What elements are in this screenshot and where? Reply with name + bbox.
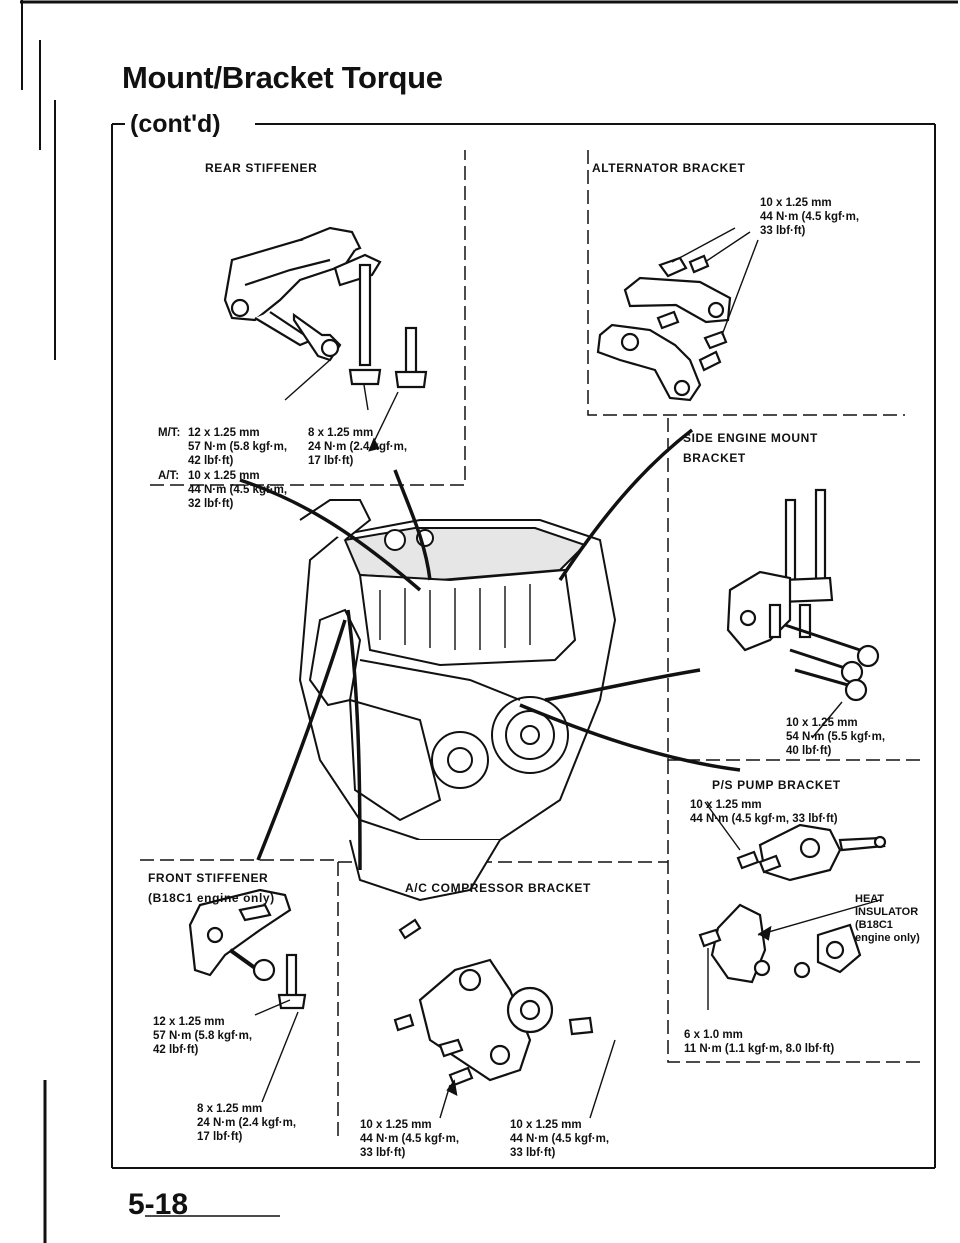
rear-stiffener-mt-block: M/T: 12 x 1.25 mm 57 N·m (5.8 kgf·m, 42 l… (158, 412, 287, 468)
front-stiffener-lower-spec: 8 x 1.25 mm 24 N·m (2.4 kgf·m, 17 lbf·ft… (197, 1103, 297, 1143)
mt-spec: 12 x 1.25 mm 57 N·m (5.8 kgf·m, 42 lbf·f… (188, 427, 288, 467)
ac-compressor-heading: A/C COMPRESSOR BRACKET (405, 881, 591, 895)
alternator-bracket-heading: ALTERNATOR BRACKET (592, 161, 746, 175)
rear-stiffener-bolt-spec: 8 x 1.25 mm 24 N·m (2.4 kgf·m, 17 lbf·ft… (308, 427, 408, 467)
at-spec: 10 x 1.25 mm 44 N·m (4.5 kgf·m, 32 lbf·f… (188, 470, 288, 510)
ps-pump-spec: 10 x 1.25 mm 44 N·m (4.5 kgf·m, 33 lbf·f… (690, 799, 838, 825)
ac-compressor-right-spec: 10 x 1.25 mm 44 N·m (4.5 kgf·m, 33 lbf·f… (510, 1119, 610, 1159)
mt-label: M/T: (158, 427, 181, 439)
ac-compressor-left-spec: 10 x 1.25 mm 44 N·m (4.5 kgf·m, 33 lbf·f… (360, 1119, 460, 1159)
front-stiffener-divider (140, 859, 339, 1140)
leader-lines (239, 428, 741, 871)
front-stiffener-upper-spec: 12 x 1.25 mm 57 N·m (5.8 kgf·m, 42 lbf·f… (153, 1016, 253, 1056)
ps-pump-art (698, 801, 887, 1010)
rear-stiffener-art (223, 226, 428, 452)
alternator-bracket-spec: 10 x 1.25 mm 44 N·m (4.5 kgf·m, 33 lbf·f… (760, 197, 860, 237)
rear-stiffener-heading: REAR STIFFENER (205, 161, 318, 175)
alternator-divider (587, 150, 905, 416)
alternator-bracket-art (596, 227, 759, 402)
page-title: Mount/Bracket Torque (122, 60, 443, 95)
side-mount-heading-2: BRACKET (683, 451, 746, 465)
ps-pump-small-bolt-spec: 6 x 1.0 mm 11 N·m (1.1 kgf·m, 8.0 lbf·ft… (684, 1029, 835, 1055)
front-stiffener-heading-1: FRONT STIFFENER (148, 871, 269, 885)
ps-pump-heading: P/S PUMP BRACKET (712, 778, 841, 792)
page-subtitle: (cont'd) (130, 110, 221, 138)
engine-art (298, 499, 617, 902)
side-mount-heading-1: SIDE ENGINE MOUNT (683, 431, 818, 445)
heat-insulator-label: HEAT INSULATOR (B18C1 engine only) (855, 893, 920, 944)
ac-bracket-art (393, 918, 616, 1119)
front-stiffener-art (188, 888, 307, 1103)
front-stiffener-heading-2: (B18C1 engine only) (148, 891, 275, 905)
ps-pump-divider (667, 760, 925, 1063)
side-mount-art (726, 488, 880, 739)
at-label: A/T: (158, 470, 180, 482)
side-mount-spec: 10 x 1.25 mm 54 N·m (5.5 kgf·m, 40 lbf·f… (786, 717, 886, 757)
rear-stiffener-at-block: A/T: 10 x 1.25 mm 44 N·m (4.5 kgf·m, 32 l… (158, 455, 287, 511)
page-number: 5-18 (128, 1188, 189, 1221)
